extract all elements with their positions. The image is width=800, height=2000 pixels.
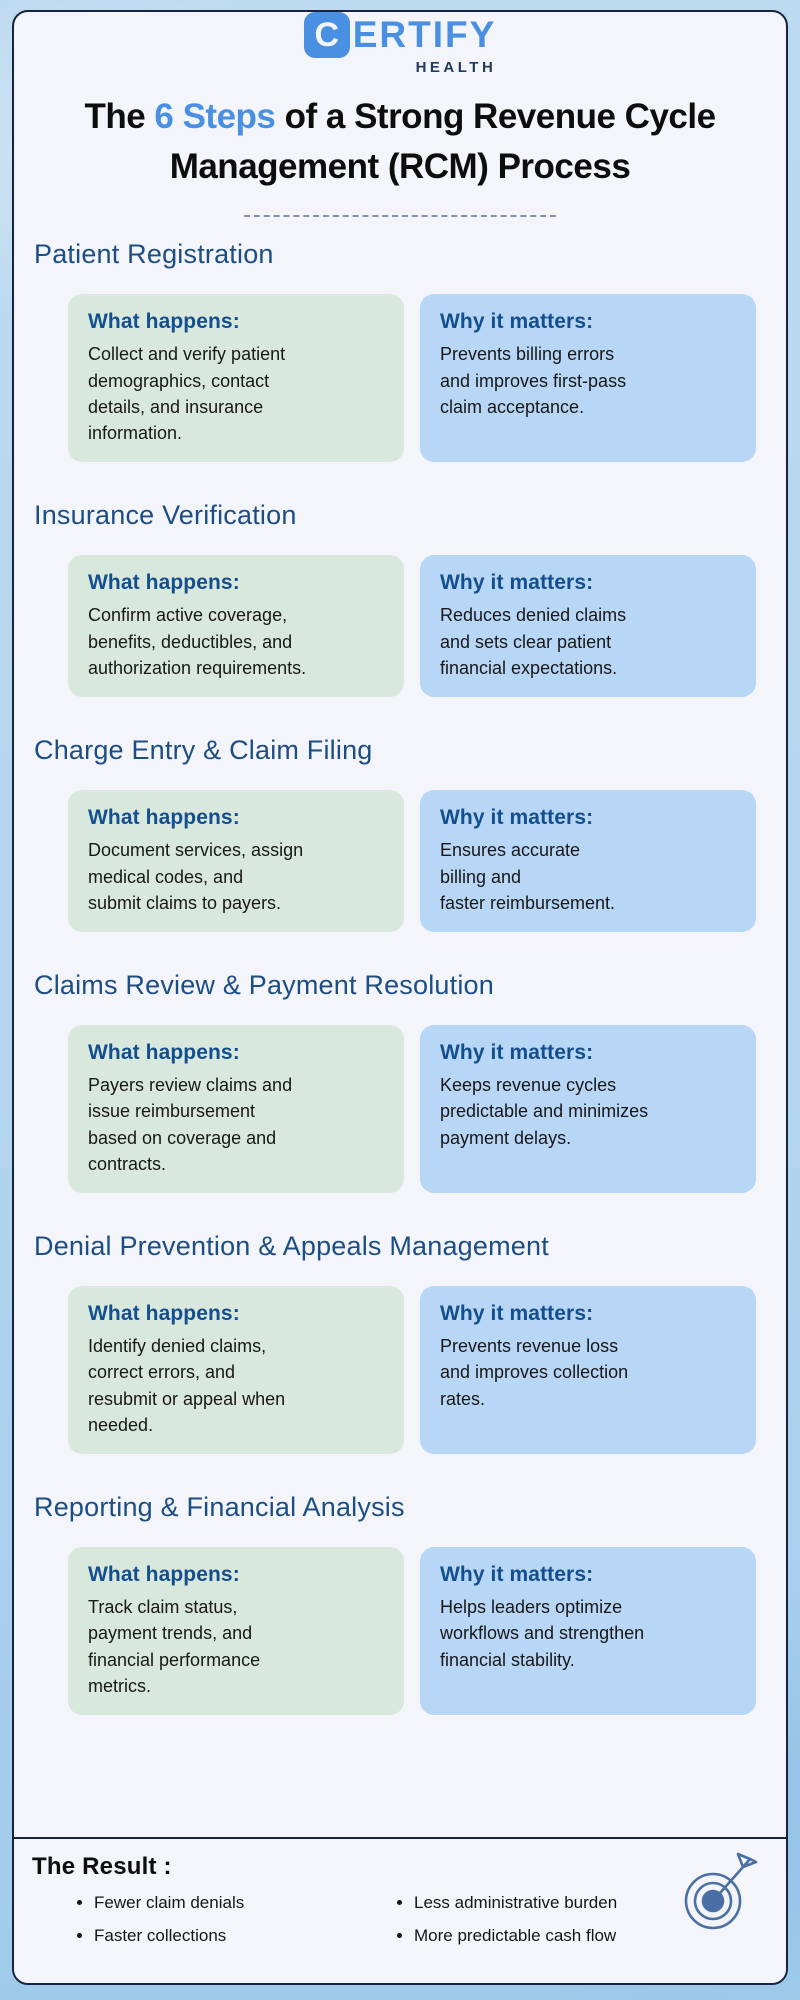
why-it-matters-box: Why it matters: Keeps revenue cycles pre… <box>420 1025 756 1194</box>
what-happens-text: Track claim status, payment trends, and … <box>88 1597 261 1696</box>
section-reporting-financial-analysis: Reporting & Financial Analysis What happ… <box>34 1492 756 1716</box>
what-happens-text: Collect and verify patient demographics,… <box>88 344 286 444</box>
why-it-matters-text: Ensures accurate billing and faster reim… <box>440 840 616 913</box>
section-heading: Charge Entry & Claim Filing <box>34 735 373 766</box>
result-heading: The Result : <box>32 1853 172 1880</box>
what-happens-box: What happens: Payers review claims and i… <box>68 1025 404 1194</box>
why-it-matters-text: Keeps revenue cycles predictable and min… <box>440 1075 649 1148</box>
section-heading: Claims Review & Payment Resolution <box>34 970 494 1001</box>
section-patient-registration: Patient Registration What happens: Colle… <box>34 239 756 463</box>
result-bullets: Fewer claim denials Faster collections L… <box>74 1893 786 1959</box>
why-it-matters-box: Why it matters: Prevents revenue loss an… <box>420 1286 756 1455</box>
what-happens-text: Payers review claims and issue reimburse… <box>88 1075 293 1174</box>
title-suffix: of a Strong Revenue Cycle <box>275 97 716 136</box>
why-it-matters-text: Prevents revenue loss and improves colle… <box>440 1336 629 1409</box>
what-happens-box: What happens: Confirm active coverage, b… <box>68 555 404 698</box>
result-bullet: More predictable cash flow <box>414 1926 617 1946</box>
why-it-matters-label: Why it matters: <box>440 1041 594 1065</box>
what-happens-box: What happens: Document services, assign … <box>68 790 404 933</box>
section-heading: Reporting & Financial Analysis <box>34 1492 405 1523</box>
section-charge-entry-claim-filing: Charge Entry & Claim Filing What happens… <box>34 735 756 933</box>
what-happens-box: What happens: Track claim status, paymen… <box>68 1547 404 1716</box>
what-happens-label: What happens: <box>88 806 240 830</box>
section-denial-prevention-appeals: Denial Prevention & Appeals Management W… <box>34 1231 756 1455</box>
why-it-matters-text: Reduces denied claims and sets clear pat… <box>440 605 627 678</box>
section-heading: Insurance Verification <box>34 500 297 531</box>
why-it-matters-label: Why it matters: <box>440 310 594 334</box>
title-prefix: The <box>84 97 155 136</box>
brand-logo: C ERTIFY HEALTH <box>14 12 786 76</box>
what-happens-label: What happens: <box>88 571 240 595</box>
result-bullet: Fewer claim denials <box>94 1893 394 1913</box>
why-it-matters-text: Helps leaders optimize workflows and str… <box>440 1597 645 1670</box>
result-bullet: Less administrative burden <box>414 1893 617 1913</box>
section-claims-review-payment-resolution: Claims Review & Payment Resolution What … <box>34 970 756 1194</box>
why-it-matters-box: Why it matters: Ensures accurate billing… <box>420 790 756 933</box>
why-it-matters-text: Prevents billing errors and improves fir… <box>440 344 627 417</box>
what-happens-box: What happens: Collect and verify patient… <box>68 294 404 463</box>
page-title: The 6 Steps of a Strong Revenue Cycle Ma… <box>14 92 786 191</box>
what-happens-box: What happens: Identify denied claims, co… <box>68 1286 404 1455</box>
brand-subname: HEALTH <box>415 59 497 76</box>
steps-list: Patient Registration What happens: Colle… <box>14 239 786 1716</box>
what-happens-text: Confirm active coverage, benefits, deduc… <box>88 605 307 678</box>
result-bullet: Faster collections <box>94 1926 394 1946</box>
why-it-matters-box: Why it matters: Helps leaders optimize w… <box>420 1547 756 1716</box>
section-heading: Patient Registration <box>34 239 274 270</box>
why-it-matters-label: Why it matters: <box>440 1302 594 1326</box>
why-it-matters-label: Why it matters: <box>440 806 594 830</box>
brand-name: ERTIFY <box>352 14 497 55</box>
what-happens-text: Identify denied claims, correct errors, … <box>88 1336 286 1435</box>
why-it-matters-box: Why it matters: Reduces denied claims an… <box>420 555 756 698</box>
section-insurance-verification: Insurance Verification What happens: Con… <box>34 500 756 698</box>
section-heading: Denial Prevention & Appeals Management <box>34 1231 549 1262</box>
infographic-card: C ERTIFY HEALTH The 6 Steps of a Strong … <box>12 10 788 1985</box>
what-happens-label: What happens: <box>88 1302 240 1326</box>
why-it-matters-label: Why it matters: <box>440 1563 594 1587</box>
what-happens-label: What happens: <box>88 1563 240 1587</box>
what-happens-text: Document services, assign medical codes,… <box>88 840 304 913</box>
why-it-matters-box: Why it matters: Prevents billing errors … <box>420 294 756 463</box>
title-line2: Management (RCM) Process <box>169 146 631 186</box>
title-highlight: 6 Steps <box>154 97 276 136</box>
dartboard-arrow-icon <box>684 1852 758 1930</box>
what-happens-label: What happens: <box>88 1041 240 1065</box>
dashed-divider <box>244 215 556 218</box>
why-it-matters-label: Why it matters: <box>440 571 594 595</box>
brand-logo-mark-icon: C <box>303 12 350 58</box>
result-footer: The Result : Fewer claim denials Faster … <box>14 1837 786 1983</box>
what-happens-label: What happens: <box>88 310 240 334</box>
